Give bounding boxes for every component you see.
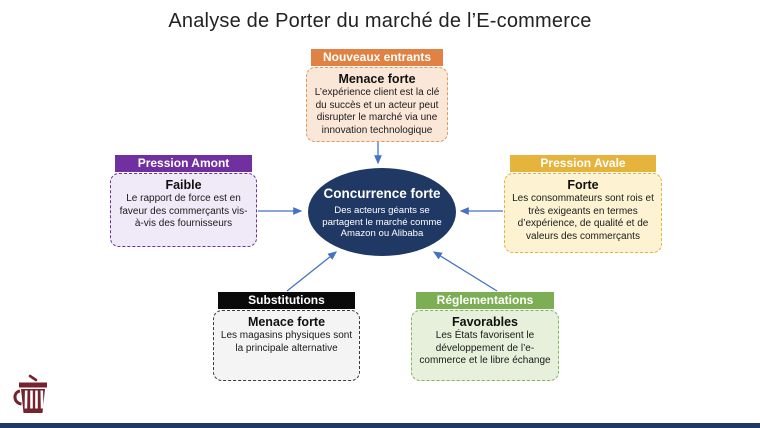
force-suppliers-level: Faible xyxy=(165,178,202,192)
force-buyers-header: Pression Avale xyxy=(509,155,657,172)
force-new-entrants-description: L’expérience client est la clé du succès… xyxy=(314,87,440,137)
force-regulations-body: Favorables Les États favorisent le dével… xyxy=(411,310,559,381)
force-suppliers-body: Faible Le rapport de force est en faveur… xyxy=(110,173,257,247)
force-substitutes-header: Substitutions xyxy=(218,292,355,309)
footer-bar xyxy=(0,423,760,428)
force-regulations-level: Favorables xyxy=(451,315,518,329)
slide-title: Analyse de Porter du marché de l’E-comme… xyxy=(168,10,592,32)
cafe-de-la-bourse-logo: Café de la Bourse xyxy=(12,374,112,428)
force-buyers-level: Forte xyxy=(567,178,599,192)
force-new-entrants-header: Nouveaux entrants xyxy=(310,49,444,66)
force-substitutes-body: Menace forte Les magasins physiques sont… xyxy=(213,310,360,381)
force-suppliers: Pression Amont Faible Le rapport de forc… xyxy=(110,155,257,247)
coffee-cup-icon xyxy=(13,374,47,413)
force-regulations: Réglementations Favorables Les États fav… xyxy=(411,292,559,381)
force-regulations-description: Les États favorisent le développement de… xyxy=(419,330,551,367)
center-rivalry-title: Concurrence forte xyxy=(323,185,441,201)
force-substitutes: Substitutions Menace forte Les magasins … xyxy=(213,292,360,381)
force-buyers-body: Forte Les consommateurs sont rois et trè… xyxy=(504,173,662,253)
force-buyers: Pression Avale Forte Les consommateurs s… xyxy=(504,155,662,253)
force-new-entrants: Nouveaux entrants Menace forte L’expérie… xyxy=(306,49,448,142)
force-substitutes-description: Les magasins physiques sont la principal… xyxy=(220,330,353,354)
force-buyers-description: Les consommateurs sont rois et très exig… xyxy=(512,193,654,243)
force-new-entrants-level: Menace forte xyxy=(338,72,416,86)
force-substitutes-level: Menace forte xyxy=(247,315,326,329)
center-rivalry-description: Des acteurs géants se partagent le march… xyxy=(322,204,442,240)
force-regulations-header: Réglementations xyxy=(416,292,554,309)
center-rivalry-ellipse: Concurrence forte Des acteurs géants se … xyxy=(308,168,456,256)
force-suppliers-header: Pression Amont xyxy=(115,155,252,172)
force-suppliers-description: Le rapport de force est en faveur des co… xyxy=(119,193,248,230)
force-new-entrants-body: Menace forte L’expérience client est la … xyxy=(306,67,448,142)
